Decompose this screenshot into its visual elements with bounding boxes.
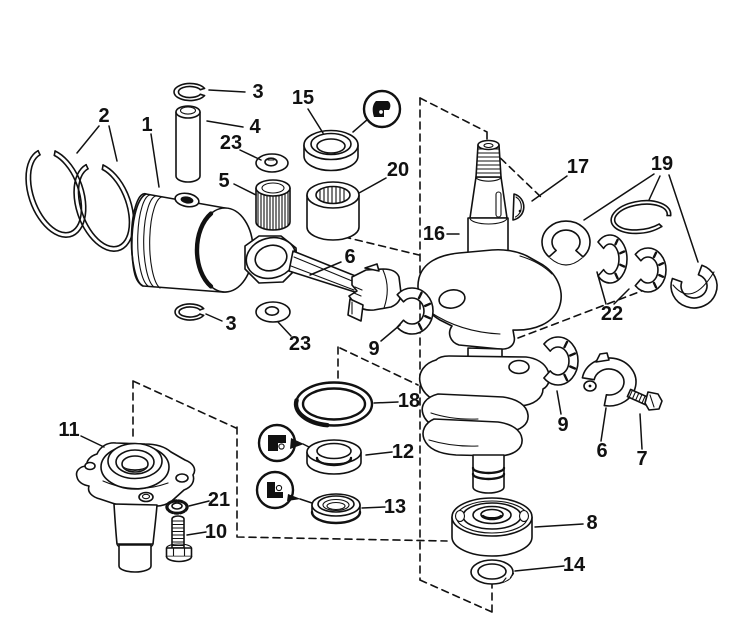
callout-3: 3 (225, 313, 236, 335)
leader-line-9 (380, 324, 401, 342)
dashed-seal-box-left (236, 426, 448, 542)
callout-13: 13 (384, 496, 406, 518)
callout-21: 21 (208, 489, 230, 511)
dashed-crank-box-bottom (419, 579, 493, 613)
leader-line-2 (108, 125, 118, 162)
leader-line-7 (639, 413, 643, 450)
callout-11: 11 (58, 419, 79, 441)
needle-cage-half-22-right (634, 247, 667, 293)
rod-cap-screw (626, 388, 663, 411)
leader-line-19 (648, 175, 661, 201)
needle-bearing-small-end (255, 179, 291, 231)
dashed-crank-box-top (419, 97, 488, 145)
washer-bottom (255, 301, 291, 323)
callout-18: 18 (398, 390, 420, 412)
bearing-race-half-right (670, 264, 718, 309)
leader-line-3 (205, 313, 223, 322)
leader-line-18 (373, 401, 399, 404)
seal-12 (306, 439, 362, 475)
leader-line-23 (239, 149, 262, 161)
leader-line-14 (514, 565, 565, 572)
leader-line-12 (365, 451, 393, 456)
leader-line-20 (358, 177, 387, 194)
seal-13-detail-icon (255, 470, 313, 510)
callout-9: 9 (368, 338, 379, 360)
piston (130, 192, 254, 293)
needle-cage-half-22-left (597, 234, 628, 284)
callout-8: 8 (586, 512, 597, 534)
rod-cap (581, 352, 637, 407)
callout-20: 20 (387, 159, 409, 181)
callout-19: 19 (651, 153, 673, 175)
lock-washer (165, 499, 189, 515)
callout-4: 4 (249, 116, 261, 138)
ball-bearing (451, 497, 533, 557)
callout-23: 23 (220, 132, 242, 154)
woodruff-key (512, 193, 525, 221)
leader-line-17 (531, 175, 568, 202)
leader-line-8 (534, 523, 584, 528)
leader-line-10 (186, 531, 207, 536)
retaining-washer (470, 559, 515, 585)
leader-line-19 (668, 174, 699, 263)
callout-7: 7 (636, 448, 647, 470)
crankshaft (417, 139, 562, 494)
bearing-race-half-left (541, 220, 591, 266)
dashed-seal-box-top (337, 346, 419, 386)
callout-23: 23 (289, 333, 311, 355)
callout-2: 2 (98, 105, 109, 127)
leader-line-1 (150, 133, 160, 188)
washer-top (255, 153, 289, 173)
callout-1: 1 (141, 114, 152, 136)
leader-line-15 (307, 108, 324, 134)
leader-line-11 (80, 435, 105, 448)
callout-12: 12 (392, 441, 414, 463)
crankcase-head (75, 442, 196, 573)
callout-5: 5 (218, 170, 229, 192)
leader-line-9 (556, 390, 562, 415)
leader-line-22 (596, 271, 607, 305)
bearing-20 (306, 181, 360, 241)
leader-line-6 (309, 261, 342, 276)
leader-line-4 (206, 120, 244, 128)
seal-15 (303, 129, 359, 172)
callout-17: 17 (567, 156, 589, 178)
o-ring (293, 381, 374, 428)
leader-line-6 (600, 407, 607, 442)
callout-10: 10 (205, 521, 227, 543)
callout-3: 3 (252, 81, 263, 103)
callout-15: 15 (292, 87, 314, 109)
leader-line-22 (613, 288, 630, 305)
callout-16: 16 (423, 223, 445, 245)
callout-9: 9 (557, 414, 568, 436)
needle-cage-lower (543, 336, 579, 386)
retaining-ring (610, 199, 672, 235)
callout-22: 22 (601, 303, 623, 325)
needle-cage-rod (396, 287, 434, 335)
leader-line-5 (233, 183, 257, 196)
leader-line-21 (188, 500, 210, 507)
leader-line-2 (76, 125, 100, 154)
leader-line-19 (583, 173, 655, 221)
callout-6: 6 (344, 246, 355, 268)
head-screw (165, 515, 193, 563)
callout-6: 6 (596, 440, 607, 462)
circlip-top (173, 82, 206, 102)
piston-pin (175, 105, 201, 183)
piston-pin-boss-hole (174, 192, 200, 208)
leader-line-23 (277, 321, 292, 337)
piston-rings (25, 149, 135, 252)
seal-12-detail-icon (257, 423, 314, 463)
seal-13 (310, 493, 362, 525)
leader-line-3 (208, 89, 246, 93)
connecting-rod (244, 235, 402, 322)
circlip-bottom (174, 303, 205, 321)
callout-14: 14 (563, 554, 586, 576)
dashed-crank-box-right (517, 283, 661, 339)
leader-line-13 (361, 506, 386, 509)
dashed-head-box (132, 380, 237, 438)
seal-15-detail-icon (352, 89, 402, 133)
